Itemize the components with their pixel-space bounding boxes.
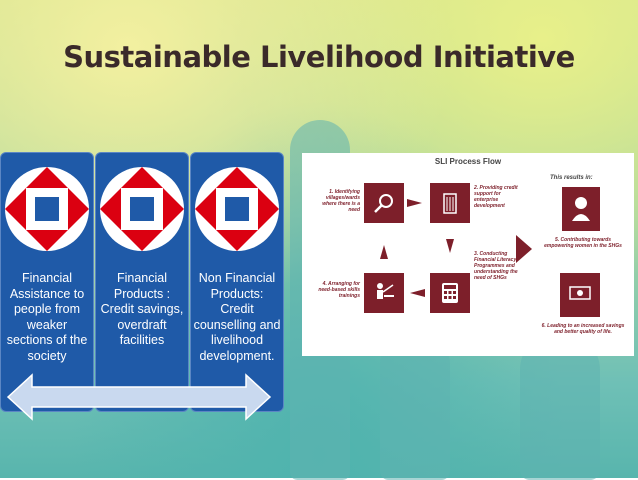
teacher-icon: [377, 283, 394, 299]
step-note: 1. Identifying villages/wards where ther…: [322, 189, 360, 213]
step-training-box: [364, 273, 404, 313]
step-note: 2. Providing credit support for enterpri…: [474, 185, 518, 209]
result-savings-box: [560, 273, 600, 317]
flow-title: SLI Process Flow: [434, 157, 502, 166]
step-building-box: [430, 183, 470, 223]
building-icon: [443, 193, 457, 214]
result-women-box: [562, 187, 600, 231]
result-note: 6. Leading to an increased savings and b…: [541, 323, 625, 335]
card-text: Financial Products : Credit savings, ove…: [100, 271, 184, 347]
results-label: This results in:: [550, 175, 593, 181]
woman-icon: [572, 197, 590, 221]
step-search-box: [364, 183, 404, 223]
card-text: Non Financial Products: Credit counselli…: [193, 271, 281, 363]
step-note: 4. Arranging for need-based skills train…: [318, 281, 360, 299]
money-icon: [569, 286, 591, 300]
step-calculator-box: [430, 273, 470, 313]
hexagon-logo-icon: [195, 167, 279, 251]
result-note: 5. Contributing towards empowering women…: [544, 237, 622, 249]
hexagon-logo-icon: [5, 167, 89, 251]
double-arrow-icon: [6, 372, 272, 422]
process-flow-diagram: SLI Process Flow This results in: 1. Ide…: [302, 153, 634, 356]
step-note: 3. Conducting Financial Literacy Program…: [474, 251, 518, 281]
search-icon: [374, 194, 393, 213]
card-financial-assistance: Financial Assistance to people from weak…: [0, 152, 94, 412]
hexagon-logo-icon: [100, 167, 184, 251]
slide-title: Sustainable Livelihood Initiative: [63, 40, 575, 74]
flow-arrows-icon: [380, 199, 532, 297]
card-non-financial-products: Non Financial Products: Credit counselli…: [190, 152, 284, 412]
card-text: Financial Assistance to people from weak…: [6, 271, 88, 363]
calculator-icon: [442, 283, 458, 303]
card-financial-products: Financial Products : Credit savings, ove…: [95, 152, 189, 412]
